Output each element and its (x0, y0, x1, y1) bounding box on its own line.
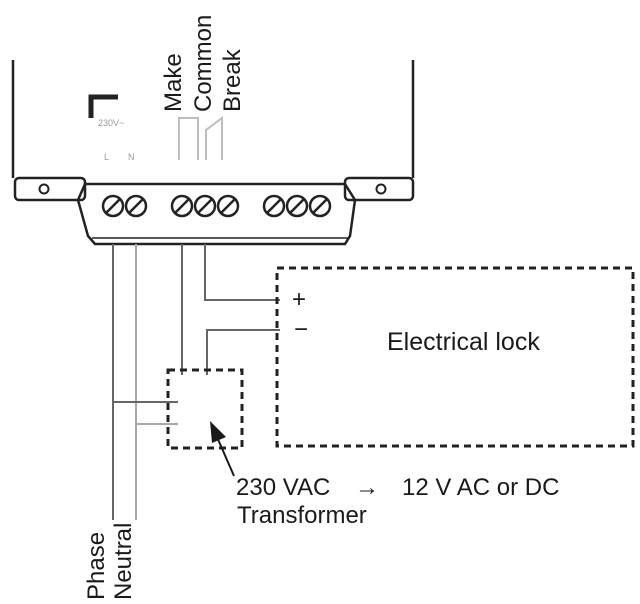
transformer-to-lock-minus-wire (206, 329, 280, 375)
corner-mark (88, 94, 118, 118)
transformer-spec-arrow: → (355, 474, 379, 501)
terminal-screw (193, 194, 217, 218)
terminal-screw (124, 194, 148, 218)
mounting-hole-left (38, 183, 50, 195)
transformer-label: Transformer (237, 502, 367, 529)
transformer-box (166, 368, 244, 450)
phase-label: Phase (83, 532, 110, 600)
terminal-mark-l: L (104, 152, 109, 162)
terminal-mark-n: N (128, 152, 135, 162)
electrical-lock-label: Electrical lock (387, 328, 540, 356)
terminal-screw (101, 194, 125, 218)
lock-plus-terminal: + (292, 286, 306, 313)
contact-label-make: Make (160, 53, 187, 112)
terminal-screw (216, 194, 240, 218)
relay-housing (11, 60, 415, 246)
electrical-lock-box (275, 266, 635, 448)
transformer-spec-to: 12 V AC or DC (402, 474, 559, 501)
terminal-screw (170, 194, 194, 218)
terminal-screw (262, 194, 286, 218)
terminal-screw (308, 194, 332, 218)
lock-minus-terminal: − (294, 316, 308, 343)
terminal-screw (285, 194, 309, 218)
neutral-label: Neutral (110, 523, 137, 600)
transformer-spec-from: 230 VAC (236, 474, 330, 501)
mounting-hole-right (375, 183, 387, 195)
contact-label-common: Common (190, 15, 217, 112)
wiring (112, 244, 280, 520)
make-to-lock-plus-wire (204, 244, 280, 301)
relay-print: 230V~ L N (88, 94, 223, 162)
contact-symbol (178, 116, 223, 160)
contact-label-break: Break (219, 48, 246, 112)
transformer-pointer-arrow (210, 421, 235, 477)
terminal-block (101, 194, 332, 218)
voltage-mark: 230V~ (98, 118, 124, 128)
